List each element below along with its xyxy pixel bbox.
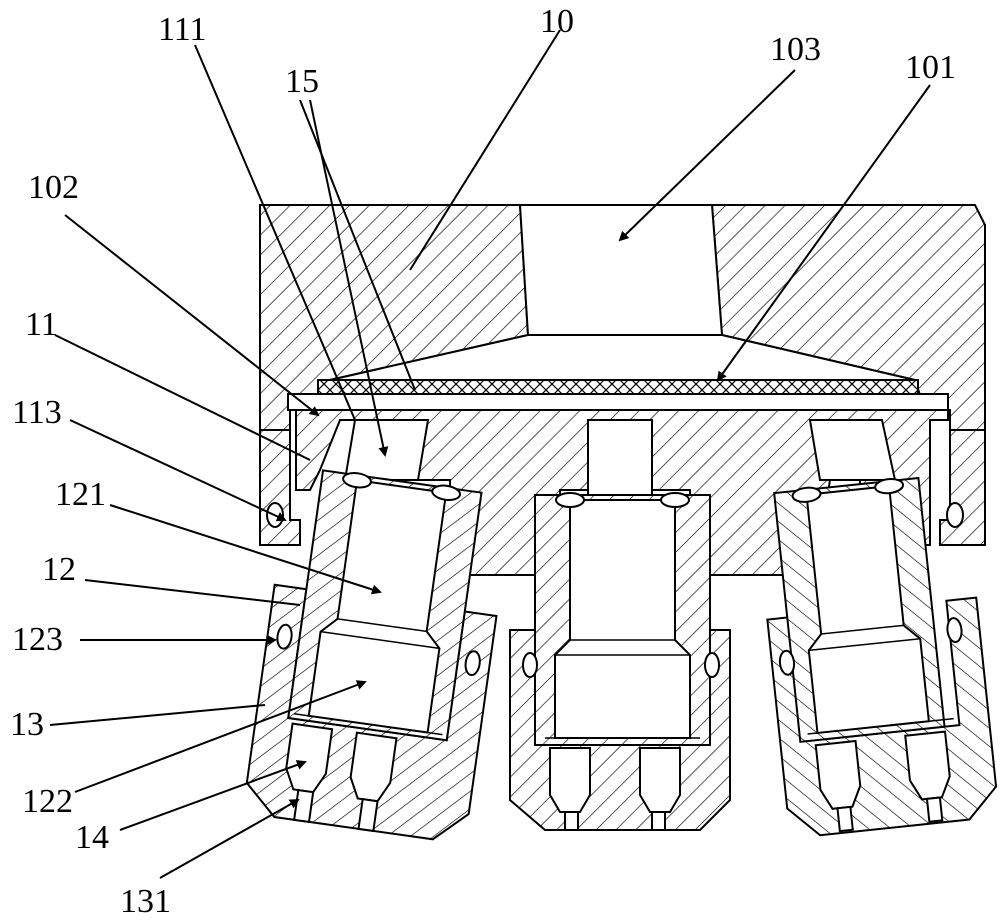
reference-labels: 10 103 101 111 15 102 11 113 121 12 123 … [10, 3, 956, 920]
label-111: 111 [158, 11, 206, 48]
label-14: 14 [75, 819, 109, 856]
label-121: 121 [55, 476, 106, 513]
right-nozzle [766, 476, 998, 837]
filter-mesh [317, 379, 919, 395]
label-15: 15 [285, 63, 319, 100]
label-131: 131 [120, 883, 171, 920]
left-nozzle [245, 469, 498, 841]
label-13: 13 [10, 706, 44, 743]
label-10: 10 [540, 3, 574, 40]
seal-ring-right [946, 502, 964, 528]
label-123: 123 [12, 621, 63, 658]
center-nozzle [509, 492, 731, 831]
label-122: 122 [22, 783, 73, 820]
label-113: 113 [12, 394, 62, 431]
label-11: 11 [25, 306, 58, 343]
label-103: 103 [770, 31, 821, 68]
label-12: 12 [42, 551, 76, 588]
label-101: 101 [905, 49, 956, 86]
leader-lines [49, 29, 931, 879]
label-102: 102 [28, 169, 79, 206]
